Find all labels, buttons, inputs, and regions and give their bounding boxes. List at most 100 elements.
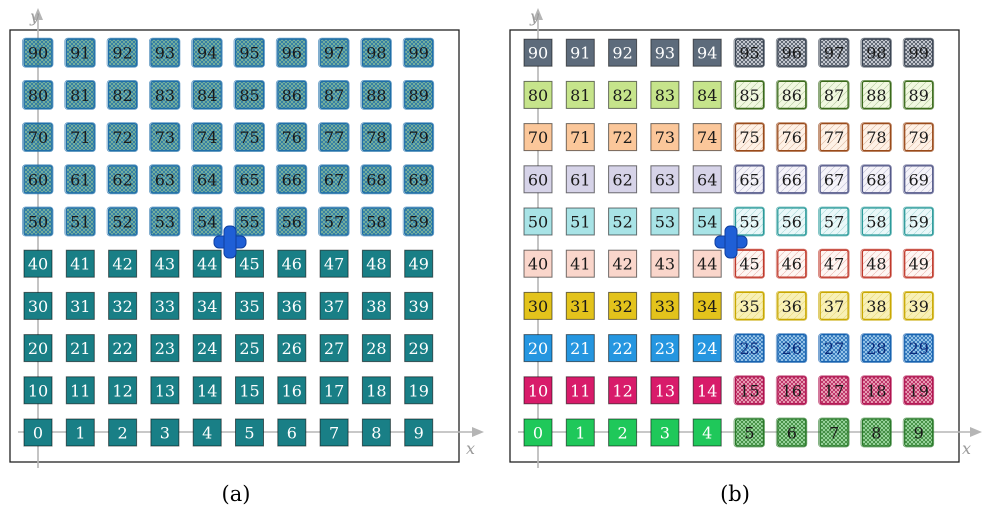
cell-number: 88 [866, 86, 886, 105]
cell-hatch [362, 165, 391, 193]
cell-box [692, 207, 722, 236]
panel-b-caption: (b) [720, 482, 750, 506]
cell-36: 36 [277, 291, 307, 320]
cell-number: 48 [366, 255, 386, 274]
cell-94: 94 [191, 37, 223, 68]
cell-number: 10 [28, 381, 48, 400]
cell-sketch-outline [191, 80, 223, 110]
cell-number: 45 [739, 255, 759, 274]
cell-number: 42 [612, 255, 632, 274]
cell-number: 82 [612, 86, 632, 105]
cell-sketch-outline [148, 37, 181, 68]
cell-number: 55 [239, 213, 259, 232]
cell-sketch-outline [818, 80, 850, 110]
cell-sketch-outline [22, 122, 54, 152]
cell-number: 83 [155, 86, 175, 105]
cell-hatch [735, 81, 764, 109]
cell-number: 97 [824, 44, 844, 63]
cell-66: 66 [775, 164, 808, 195]
cell-number: 36 [782, 297, 802, 316]
cell-sketch-outline [775, 333, 808, 364]
cell-sketch-outline [902, 417, 935, 448]
cell-box [108, 291, 138, 320]
cell-2: 2 [108, 418, 138, 447]
cell-6: 6 [775, 417, 808, 448]
cell-hatch [820, 334, 849, 362]
cell-87: 87 [318, 80, 350, 110]
cell-hatch [150, 39, 179, 67]
cell-32: 32 [108, 291, 138, 320]
cell-number: 64 [697, 170, 717, 189]
cell-box [608, 165, 638, 194]
cell-number: 9 [914, 424, 924, 443]
cell-96: 96 [275, 37, 308, 68]
cell-box [650, 291, 680, 320]
cell-number: 80 [28, 86, 48, 105]
cell-54: 54 [692, 207, 722, 236]
cell-39: 39 [902, 290, 935, 321]
cell-33: 33 [150, 291, 180, 320]
cell-number: 35 [239, 297, 259, 316]
cell-number: 90 [528, 44, 548, 63]
cell-sketch-outline [275, 164, 308, 195]
cell-number: 56 [782, 213, 802, 232]
cell-number: 13 [155, 381, 175, 400]
cell-number: 22 [612, 339, 632, 358]
marker-bar-v [223, 225, 237, 259]
cell-hatch [24, 165, 52, 193]
cell-hatch [820, 123, 849, 151]
cell-16: 16 [277, 376, 307, 405]
cell-98: 98 [860, 37, 892, 68]
cell-number: 55 [739, 213, 759, 232]
cell-62: 62 [608, 165, 638, 194]
cell-sketch-outline [818, 417, 850, 448]
cell-box [192, 418, 222, 447]
cell-number: 5 [244, 424, 254, 443]
cell-76: 76 [275, 122, 308, 152]
cell-number: 61 [570, 170, 590, 189]
cell-hatch [193, 81, 222, 109]
cell-79: 79 [402, 122, 435, 152]
cell-hatch [820, 292, 849, 320]
cell-box [361, 249, 391, 278]
cell-sketch-outline [860, 248, 892, 279]
cell-sketch-outline [318, 206, 350, 237]
cell-number: 93 [155, 44, 175, 63]
cell-15: 15 [235, 376, 264, 405]
cell-35: 35 [733, 290, 765, 321]
cell-90: 90 [22, 37, 54, 68]
cell-58: 58 [860, 206, 892, 237]
cell-21: 21 [65, 334, 95, 363]
cell-hatch [735, 165, 764, 193]
cell-48: 48 [361, 249, 391, 278]
cell-box [523, 123, 553, 152]
cell-hatch [777, 334, 806, 362]
cell-number: 57 [824, 213, 844, 232]
cell-number: 53 [655, 213, 675, 232]
cell-33: 33 [650, 291, 680, 320]
cell-hatch [108, 208, 137, 235]
cell-number: 74 [697, 128, 717, 147]
cell-number: 31 [70, 297, 90, 316]
cell-hatch [193, 208, 222, 235]
cell-number: 75 [739, 128, 759, 147]
cell-number: 7 [829, 424, 839, 443]
cell-sketch-outline [191, 164, 223, 195]
cell-number: 96 [282, 44, 302, 63]
cell-number: 27 [824, 339, 844, 358]
cell-sketch-outline [318, 164, 350, 195]
cell-number: 50 [28, 213, 48, 232]
cell-number: 70 [28, 128, 48, 147]
cell-43: 43 [150, 249, 180, 278]
cell-hatch [820, 165, 849, 193]
cell-box [404, 418, 434, 447]
cell-hatch [735, 250, 764, 278]
cell-number: 60 [528, 170, 548, 189]
cell-49: 49 [404, 249, 434, 278]
cell-42: 42 [108, 249, 138, 278]
cell-hatch [904, 165, 933, 193]
cell-sketch-outline [360, 206, 392, 237]
cell-sketch-outline [360, 164, 392, 195]
cell-hatch [735, 208, 764, 235]
cell-22: 22 [108, 334, 138, 363]
